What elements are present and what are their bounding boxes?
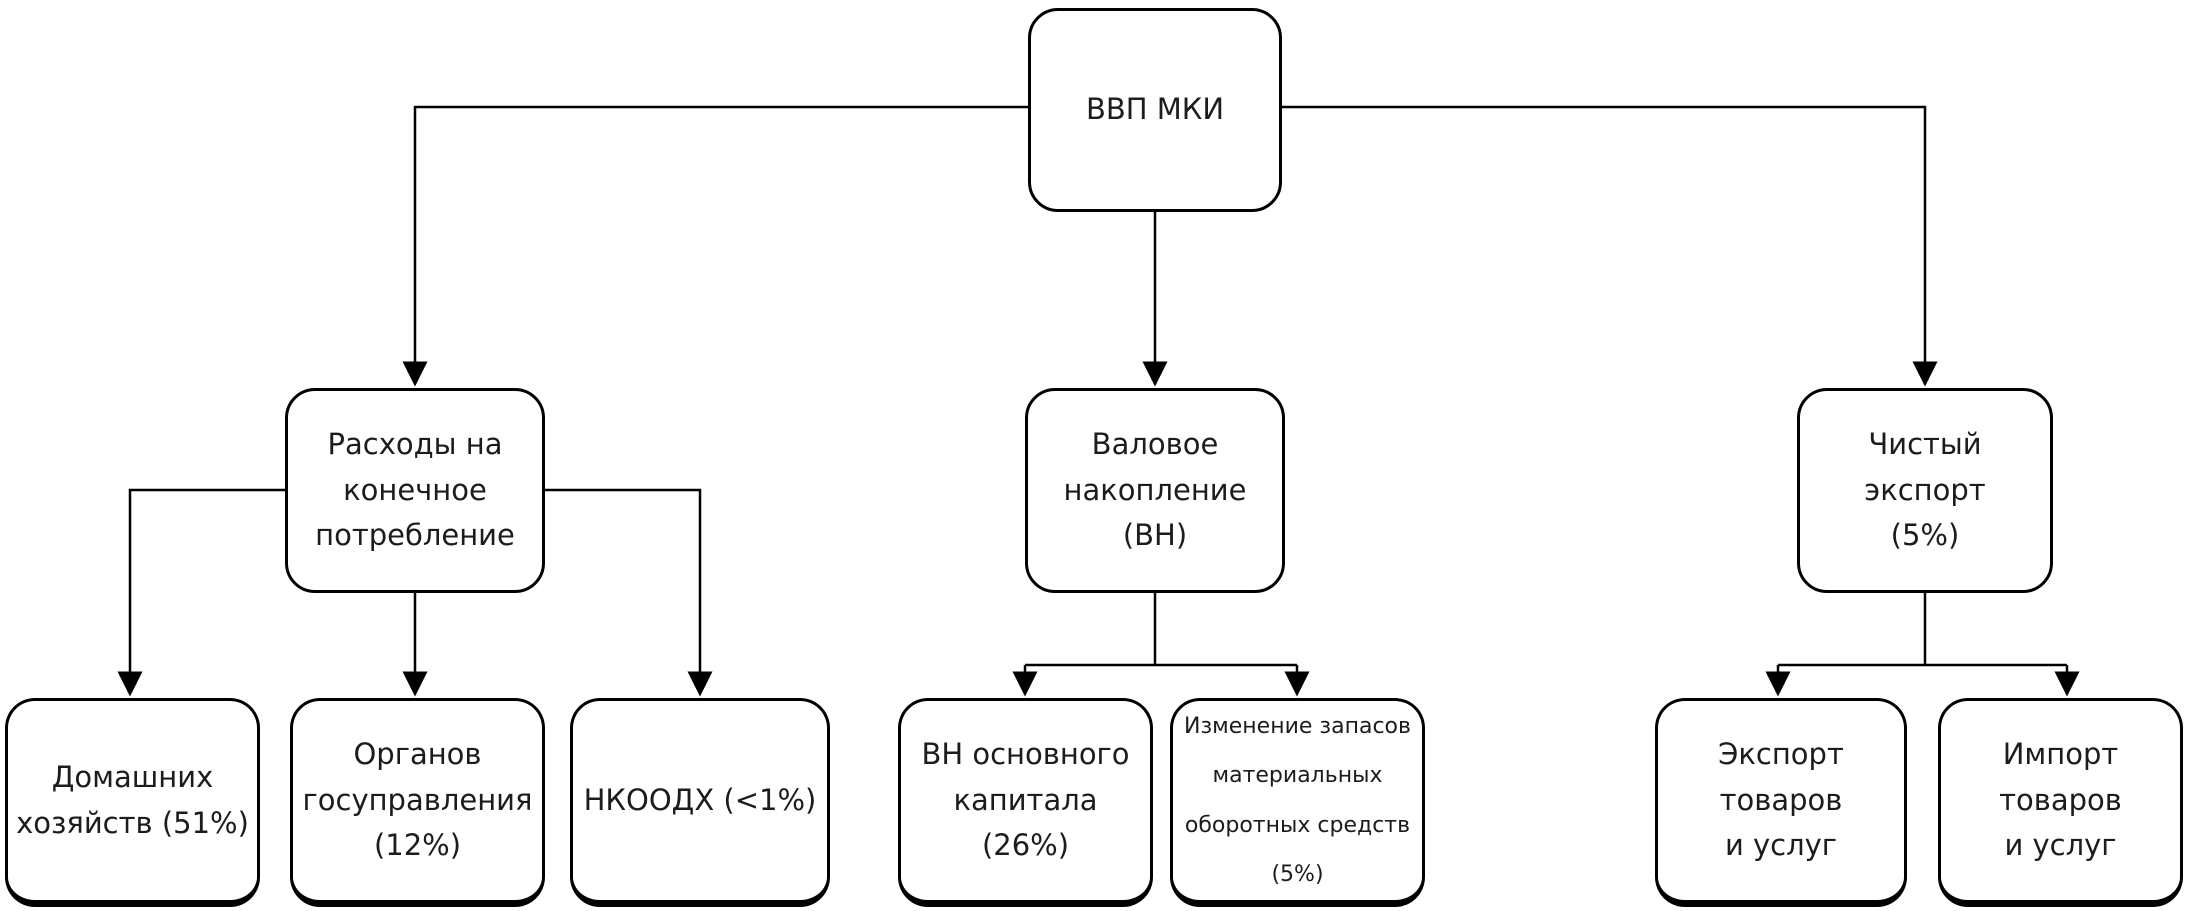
edge-root-netexport bbox=[1282, 105, 1938, 387]
node-imports: Импорт товаров и услуг bbox=[1938, 698, 2183, 907]
node-gdp-total-label: ВВП МКИ bbox=[1085, 92, 1225, 127]
node-npish: НКООДХ (<1%) bbox=[570, 698, 830, 907]
node-imports-label: Импорт товаров и услуг bbox=[1999, 736, 2122, 863]
node-households-label: Домашних хозяйств (51%) bbox=[16, 759, 249, 840]
edge-consumption-npish bbox=[545, 488, 713, 697]
node-exports: Экспорт товаров и услуг bbox=[1655, 698, 1907, 907]
node-inventories-change-label: Изменение запасов материальных оборотных… bbox=[1184, 713, 1411, 888]
edge-consumption-households bbox=[117, 488, 285, 697]
node-exports-label: Экспорт товаров и услуг bbox=[1718, 736, 1844, 863]
node-government-label: Органов госуправления (12%) bbox=[302, 736, 533, 863]
node-net-export-label: Чистый экспорт (5%) bbox=[1864, 426, 1986, 553]
node-fixed-capital: ВН основного капитала (26%) bbox=[898, 698, 1153, 907]
node-households: Домашних хозяйств (51%) bbox=[5, 698, 260, 907]
node-npish-label: НКООДХ (<1%) bbox=[583, 782, 817, 817]
node-gdp-total: ВВП МКИ bbox=[1028, 8, 1282, 212]
node-fixed-capital-label: ВН основного капитала (26%) bbox=[921, 736, 1130, 863]
node-gross-accumulation-label: Валовое накопление (ВН) bbox=[1063, 426, 1247, 553]
node-net-export: Чистый экспорт (5%) bbox=[1797, 388, 2053, 593]
node-final-consumption-label: Расходы на конечное потребление bbox=[315, 426, 515, 553]
node-government: Органов госуправления (12%) bbox=[290, 698, 545, 907]
node-gross-accumulation: Валовое накопление (ВН) bbox=[1025, 388, 1285, 593]
node-final-consumption: Расходы на конечное потребление bbox=[285, 388, 545, 593]
node-inventories-change: Изменение запасов материальных оборотных… bbox=[1170, 698, 1425, 907]
edge-root-consumption bbox=[402, 105, 1028, 387]
